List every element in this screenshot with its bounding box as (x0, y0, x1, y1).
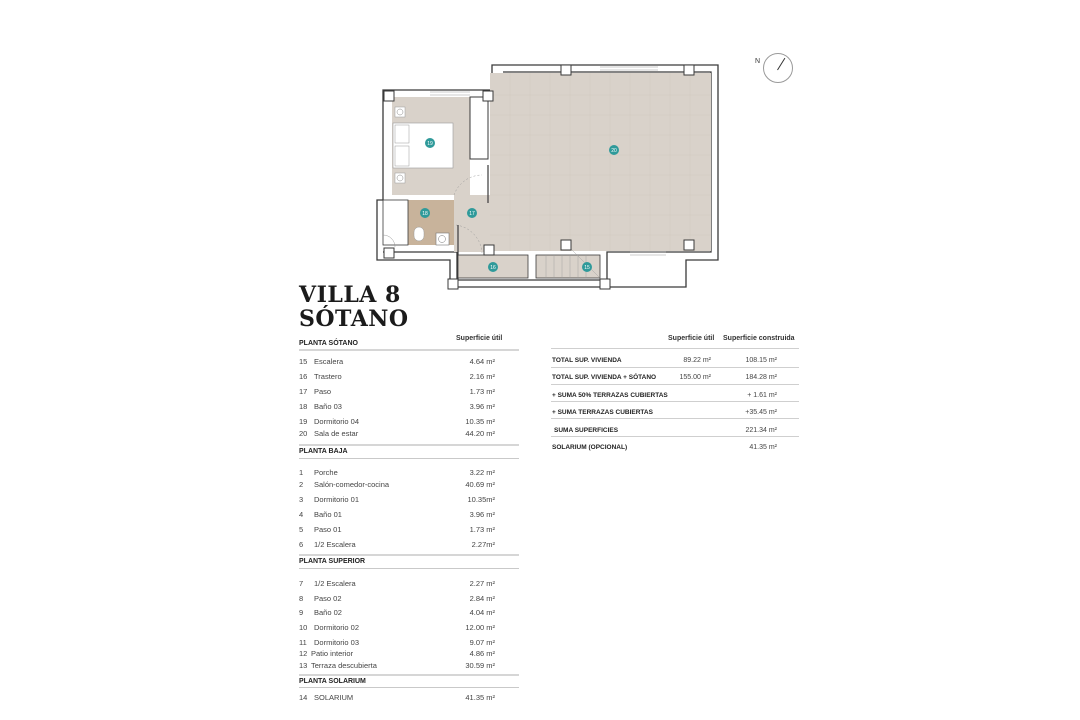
divider (551, 367, 799, 368)
page-title: VILLA 8 SÓTANO (299, 283, 409, 331)
room-marker-17 (467, 208, 477, 218)
room-marker-16 (488, 262, 498, 272)
summary-row: + SUMA TERRAZAS CUBIERTAS+35.45 m² (552, 409, 777, 416)
section-title-sotano: PLANTA SÓTANO (299, 340, 358, 347)
room-marker-18 (420, 208, 430, 218)
summary-row: SOLARIUM (OPCIONAL)41.35 m² (552, 444, 777, 451)
north-compass: N (752, 52, 796, 86)
divider (551, 436, 799, 437)
title-line-2: SÓTANO (299, 306, 409, 332)
divider (299, 674, 519, 676)
summary-row: + SUMA 50% TERRAZAS CUBIERTAS+ 1.61 m² (552, 392, 777, 399)
divider (299, 444, 519, 446)
column-header-construida: Superficie construida (723, 335, 795, 342)
svg-text:17: 17 (469, 211, 475, 217)
svg-text:20: 20 (611, 148, 617, 154)
svg-text:18: 18 (422, 211, 428, 217)
floor-plan: 19 20 18 17 16 15 (370, 55, 730, 295)
divider (299, 554, 519, 556)
north-label: N (755, 58, 761, 65)
divider (551, 418, 799, 419)
column-header-util: Superficie útil (668, 335, 715, 342)
floor-plan-drawing: 19 20 18 17 16 15 (376, 64, 719, 290)
svg-text:16: 16 (490, 265, 496, 271)
room-marker-label: 19 (427, 141, 433, 147)
divider (299, 349, 519, 351)
compass-ring-icon (763, 53, 793, 83)
divider (299, 687, 519, 688)
svg-text:15: 15 (584, 265, 590, 271)
column-header-superficie-util: Superficie útil (456, 335, 503, 342)
room-marker-15 (582, 262, 592, 272)
divider (299, 568, 519, 569)
section-title-solarium: PLANTA SOLARIUM (299, 678, 366, 685)
divider (299, 458, 519, 459)
room-marker-19 (425, 138, 435, 148)
room-marker-20 (609, 145, 619, 155)
divider (551, 401, 799, 402)
section-title-superior: PLANTA SUPERIOR (299, 558, 366, 565)
divider (551, 348, 799, 349)
divider (551, 384, 799, 385)
title-line-1: VILLA 8 (299, 282, 401, 308)
section-title-baja: PLANTA BAJA (299, 448, 348, 455)
